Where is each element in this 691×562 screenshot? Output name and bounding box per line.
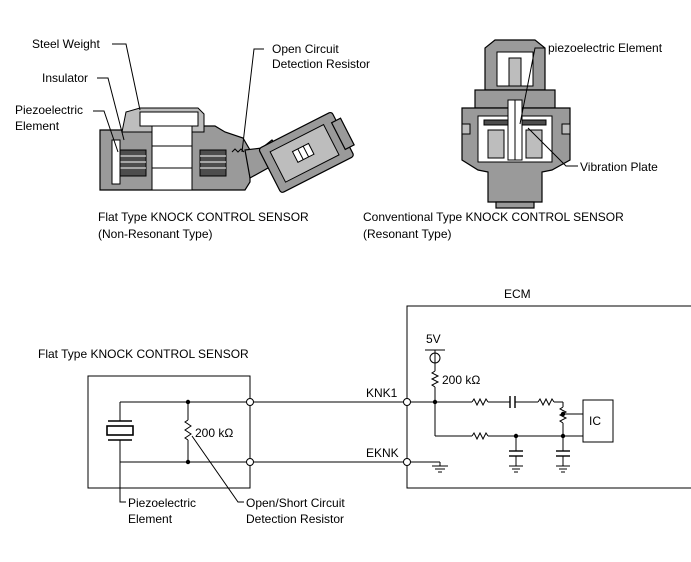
label-insulator: Insulator [42,71,88,85]
supply-label: 5V [426,332,441,346]
eknk-label: EKNK [366,446,399,460]
caption-flat-1: Flat Type KNOCK CONTROL SENSOR [98,210,309,224]
knk1-label: KNK1 [366,386,398,400]
pullup-resistor-value: 200 kΩ [442,373,480,387]
caption-conventional-2: (Resonant Type) [363,227,452,241]
sensor-terminal-bottom [246,458,254,466]
sensor-resistor [184,419,192,441]
pullup-resistor [430,370,440,388]
label-piezo-conventional: piezoelectric Element [548,41,663,55]
label-steel-weight: Steel Weight [32,37,100,51]
conventional-sensor-illustration [461,39,571,209]
label-vibration-plate: Vibration Plate [580,160,658,174]
piezo-symbol [106,425,134,436]
label-open-circuit-2: Detection Resistor [272,57,370,71]
piezo-circuit-label-2: Element [128,512,173,526]
ic-block [582,399,614,443]
flat-leader-lines [93,43,264,153]
ic-label: IC [589,414,601,428]
label-piezo-flat-1: Piezoelectric [15,103,83,117]
label-piezo-flat-2: Element [15,119,60,133]
detect-resistor-label-2: Detection Resistor [246,512,344,526]
caption-flat-2: (Non-Resonant Type) [98,227,213,241]
sensor-resistor-value: 200 kΩ [195,426,233,440]
ecm-box [406,305,691,489]
label-open-circuit-1: Open Circuit [272,42,339,56]
piezo-circuit-label-1: Piezoelectric [128,496,196,510]
ecm-terminal-eknk [403,458,411,466]
detect-resistor-label-1: Open/Short Circuit [246,496,345,510]
sensor-box [87,375,251,489]
flat-sensor-illustration [99,107,355,193]
caption-conventional-1: Conventional Type KNOCK CONTROL SENSOR [363,210,624,224]
sensor-circuit-title: Flat Type KNOCK CONTROL SENSOR [38,347,249,361]
ecm-terminal-knk1 [403,398,411,406]
ecm-label: ECM [504,287,531,301]
conventional-leader-lines [519,47,578,167]
circuit-diagram: ECM Flat Type KNOCK CONTROL SENSOR 200 k… [38,287,691,503]
sensor-terminal-top [246,398,254,406]
